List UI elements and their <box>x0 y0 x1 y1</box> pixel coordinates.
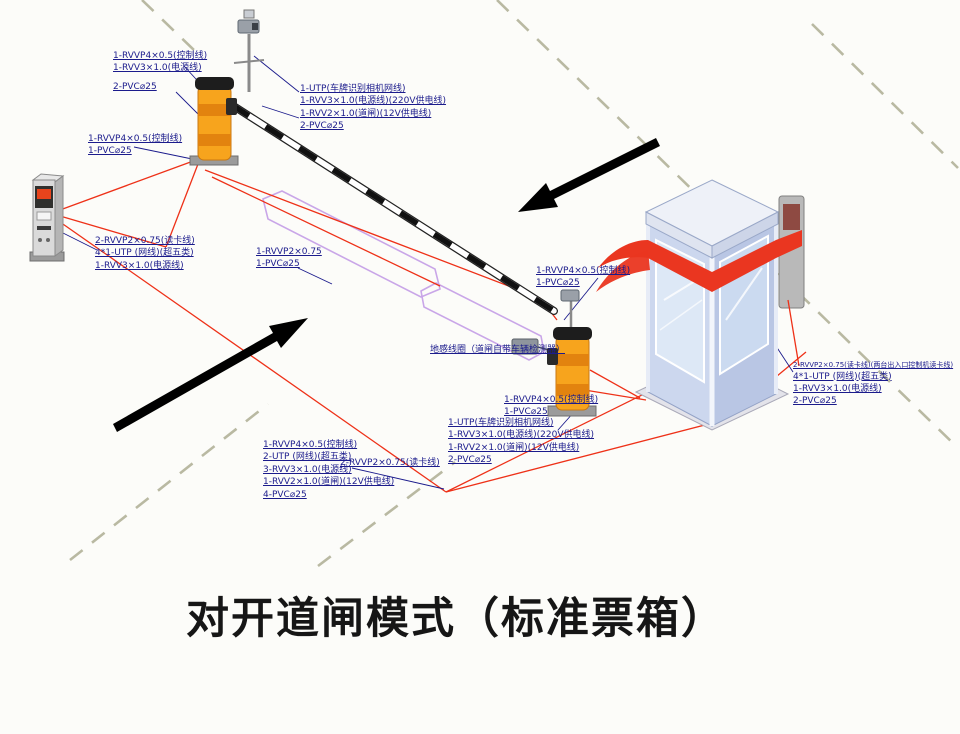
guard-booth <box>596 179 802 431</box>
parking-islands <box>262 190 545 361</box>
cable-route-booth-right <box>787 299 800 367</box>
exit-ticket-panel <box>778 195 805 309</box>
camera-pole <box>233 9 265 92</box>
ribbon-banner <box>596 230 802 292</box>
camera-lens-icon <box>252 23 258 30</box>
post-camera-icon <box>560 289 580 302</box>
barrier-post-exit <box>547 289 597 417</box>
ticket-dispenser <box>29 173 65 262</box>
barrier-arm <box>228 101 558 315</box>
direction-arrow-exit <box>518 138 660 212</box>
barrier-post-entry <box>189 77 239 166</box>
ticket-slot <box>37 226 51 230</box>
diagram-title: 对开道闸模式（标准票箱） <box>186 594 726 644</box>
direction-arrow-entry <box>113 318 308 432</box>
arm-hinge <box>226 98 237 115</box>
